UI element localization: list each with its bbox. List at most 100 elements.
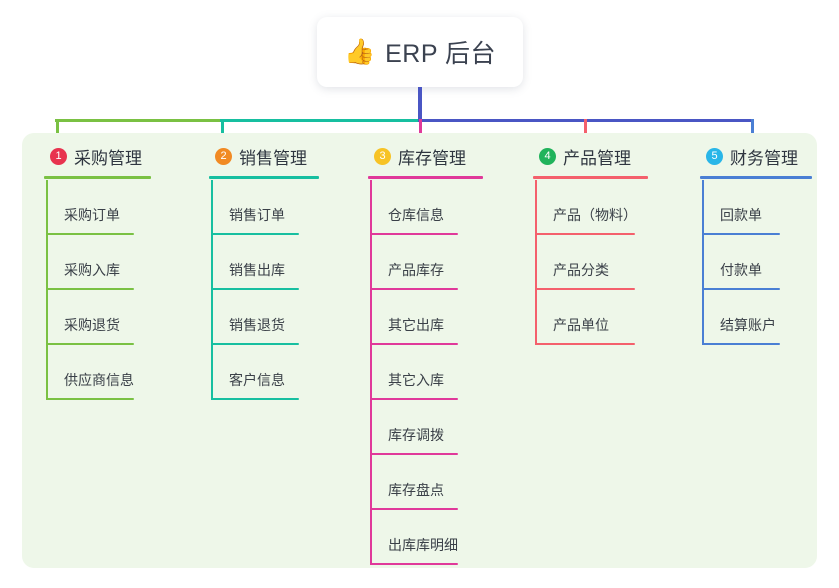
leaf-item[interactable]: 回款单 [702, 180, 839, 235]
branch-number-badge: 2 [215, 147, 232, 165]
leaf-item-underline [535, 288, 635, 290]
leaf-item-underline [702, 233, 780, 235]
root-node-title: ERP 后台 [385, 40, 497, 68]
leaf-item-label: 销售订单 [229, 207, 285, 223]
branch-header-underline [533, 176, 648, 179]
branch-title: 财务管理 [730, 148, 798, 168]
branch-title: 产品管理 [563, 148, 631, 168]
connector-drop-1 [56, 119, 59, 146]
leaf-item-underline [211, 398, 299, 400]
branch-header-underline [209, 176, 319, 179]
leaf-item[interactable]: 其它出库 [370, 290, 512, 345]
branch-header-underline [368, 176, 483, 179]
leaf-item-underline [46, 398, 134, 400]
leaf-item-underline [702, 343, 780, 345]
connector-drop-2 [221, 119, 224, 146]
leaf-item-underline [370, 453, 458, 455]
leaf-item[interactable]: 其它入库 [370, 345, 512, 400]
branch-number-badge: 3 [374, 147, 391, 165]
branch-spine [370, 180, 372, 565]
branch-item-list: 销售订单销售出库销售退货客户信息 [203, 180, 353, 400]
leaf-item-label: 回款单 [720, 207, 762, 223]
leaf-item[interactable]: 产品（物料） [535, 180, 677, 235]
branch-header-3[interactable]: 3 库存管理 [362, 142, 512, 179]
branch-item-list: 产品（物料） 产品分类产品单位 [527, 180, 677, 345]
connector-root-stem [418, 87, 422, 122]
branch-column-5[interactable]: 5 财务管理回款单付款单结算账户 [694, 142, 839, 345]
branch-column-3[interactable]: 3 库存管理仓库信息产品库存其它出库其它入库库存调拨库存盘点出库库明细 [362, 142, 512, 565]
branch-header-5[interactable]: 5 财务管理 [694, 142, 839, 179]
leaf-item[interactable]: 产品库存 [370, 235, 512, 290]
leaf-item-underline [46, 288, 134, 290]
leaf-item[interactable]: 仓库信息 [370, 180, 512, 235]
branch-title: 销售管理 [239, 148, 307, 168]
branch-column-4[interactable]: 4 产品管理产品（物料） 产品分类产品单位 [527, 142, 677, 345]
leaf-item-label: 出库库明细 [388, 537, 458, 553]
branch-header-underline [44, 176, 151, 179]
branch-spine [535, 180, 537, 345]
leaf-item-label: 库存调拨 [388, 427, 444, 443]
branch-header-4[interactable]: 4 产品管理 [527, 142, 677, 179]
leaf-item-underline [370, 233, 458, 235]
leaf-item-underline [535, 343, 635, 345]
leaf-item-underline [702, 288, 780, 290]
branch-number-badge: 4 [539, 147, 556, 165]
leaf-item-label: 库存盘点 [388, 482, 444, 498]
leaf-item-underline [211, 343, 299, 345]
leaf-item-label: 其它出库 [388, 317, 444, 333]
branch-title: 库存管理 [398, 148, 466, 168]
connector-bar-segment-2 [220, 119, 422, 122]
leaf-item-label: 客户信息 [229, 372, 285, 388]
branch-spine [46, 180, 48, 400]
leaf-item[interactable]: 出库库明细 [370, 510, 512, 565]
root-node-card[interactable]: 👍 ERP 后台 [317, 17, 523, 87]
leaf-item[interactable]: 库存调拨 [370, 400, 512, 455]
leaf-item-label: 采购订单 [64, 207, 120, 223]
leaf-item-label: 结算账户 [720, 317, 776, 333]
leaf-item-label: 销售出库 [229, 262, 285, 278]
leaf-item-label: 付款单 [720, 262, 762, 278]
leaf-item[interactable]: 结算账户 [702, 290, 839, 345]
leaf-item[interactable]: 销售出库 [211, 235, 353, 290]
leaf-item-label: 产品单位 [553, 317, 609, 333]
branch-title: 采购管理 [74, 148, 142, 168]
branch-column-2[interactable]: 2 销售管理销售订单销售出库销售退货客户信息 [203, 142, 353, 400]
branch-header-underline [700, 176, 812, 179]
leaf-item[interactable]: 产品单位 [535, 290, 677, 345]
leaf-item[interactable]: 销售订单 [211, 180, 353, 235]
leaf-item-underline [535, 233, 635, 235]
leaf-item[interactable]: 产品分类 [535, 235, 677, 290]
branch-header-2[interactable]: 2 销售管理 [203, 142, 353, 179]
leaf-item-underline [370, 508, 458, 510]
branch-spine [702, 180, 704, 345]
connector-drop-3 [419, 119, 422, 146]
leaf-item-underline [370, 398, 458, 400]
branch-item-list: 仓库信息产品库存其它出库其它入库库存调拨库存盘点出库库明细 [362, 180, 512, 565]
leaf-item-underline [370, 563, 458, 565]
leaf-item-underline [46, 343, 134, 345]
leaf-item-underline [370, 343, 458, 345]
leaf-item-label: 产品分类 [553, 262, 609, 278]
leaf-item[interactable]: 供应商信息 [46, 345, 188, 400]
leaf-item-label: 采购入库 [64, 262, 120, 278]
leaf-item[interactable]: 采购入库 [46, 235, 188, 290]
leaf-item-label: 仓库信息 [388, 207, 444, 223]
branch-number-badge: 1 [50, 147, 67, 165]
leaf-item[interactable]: 采购退货 [46, 290, 188, 345]
leaf-item[interactable]: 采购订单 [46, 180, 188, 235]
leaf-item-label: 其它入库 [388, 372, 444, 388]
leaf-item-underline [370, 288, 458, 290]
branch-spine [211, 180, 213, 400]
leaf-item[interactable]: 销售退货 [211, 290, 353, 345]
connector-drop-5 [751, 119, 754, 146]
leaf-item-underline [46, 233, 134, 235]
thumbs-up-icon: 👍 [343, 38, 376, 66]
leaf-item[interactable]: 付款单 [702, 235, 839, 290]
branch-column-1[interactable]: 1 采购管理采购订单采购入库采购退货供应商信息 [38, 142, 188, 400]
branch-header-1[interactable]: 1 采购管理 [38, 142, 188, 179]
leaf-item[interactable]: 库存盘点 [370, 455, 512, 510]
leaf-item-underline [211, 288, 299, 290]
branch-number-badge: 5 [706, 147, 723, 165]
leaf-item[interactable]: 客户信息 [211, 345, 353, 400]
